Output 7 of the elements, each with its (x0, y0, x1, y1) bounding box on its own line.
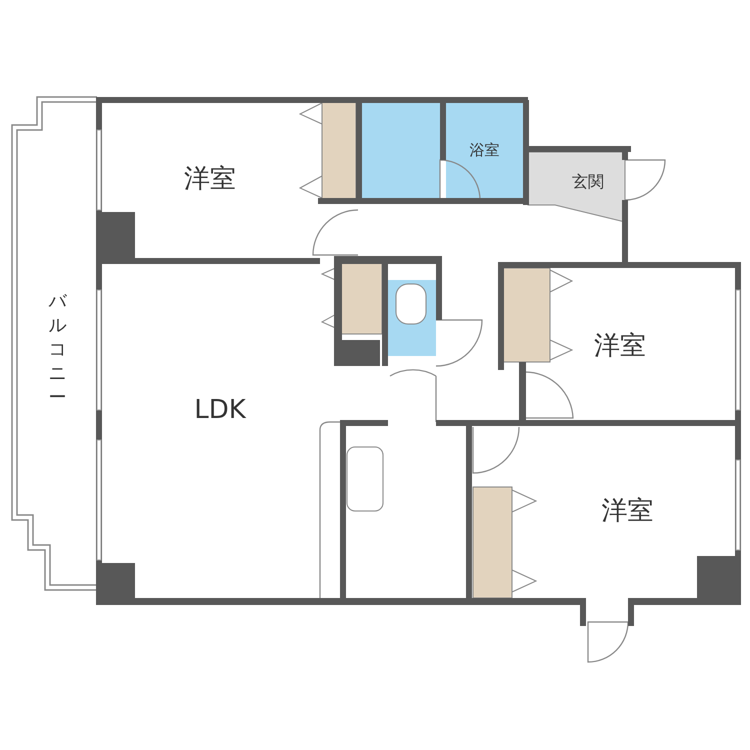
balcony-label: バルコニー (48, 290, 66, 410)
room-label: 洋室 (602, 494, 654, 528)
room-label: 玄関 (572, 172, 604, 192)
room-label: 浴室 (470, 140, 500, 160)
room-label: 洋室 (594, 330, 646, 362)
room-label: LDK (194, 395, 246, 425)
room-label: 洋室 (184, 162, 236, 196)
